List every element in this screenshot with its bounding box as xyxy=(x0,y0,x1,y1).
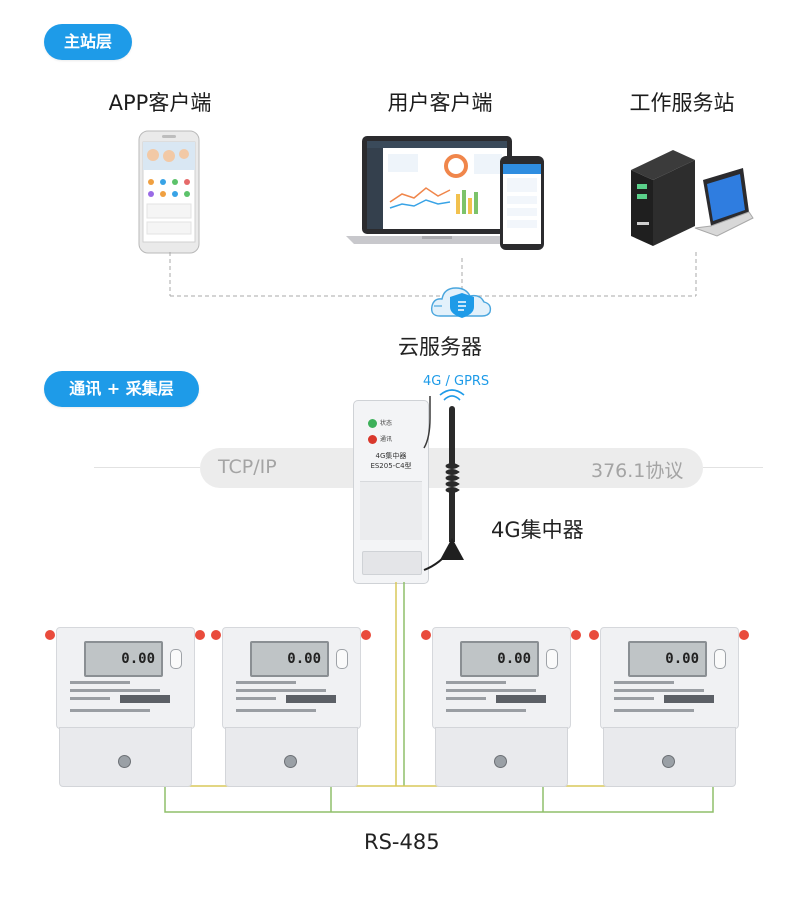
client-title-app: APP客户端 xyxy=(108,91,212,115)
bus-label: RS-485 xyxy=(364,830,440,854)
meter-nameplate xyxy=(446,681,546,712)
concentrator-label: 4G集中器 xyxy=(491,518,584,542)
meter-reading: 0.00 xyxy=(497,651,531,667)
seal-icon xyxy=(195,630,205,640)
meter-lcd: 0.00 xyxy=(628,641,707,677)
meter-button-icon xyxy=(546,649,558,669)
meter-screw-icon xyxy=(494,755,507,768)
seal-icon xyxy=(571,630,581,640)
laptop-icon xyxy=(346,136,544,250)
server-workstation-icon xyxy=(631,150,754,246)
meter-screw-icon xyxy=(662,755,675,768)
meter-screw-icon xyxy=(284,755,297,768)
meter-reading: 0.00 xyxy=(287,651,321,667)
device-name: 4G集中器 xyxy=(375,452,407,460)
meter-nameplate xyxy=(236,681,336,712)
meter-button-icon xyxy=(336,649,348,669)
seal-icon xyxy=(45,630,55,640)
layer-badge-master-label: 主站层 xyxy=(63,32,112,51)
seal-icon xyxy=(589,630,599,640)
electric-meter-3: 0.00 xyxy=(432,627,571,787)
meter-nameplate xyxy=(70,681,170,712)
seal-icon xyxy=(361,630,371,640)
seal-icon xyxy=(421,630,431,640)
comm-led-icon xyxy=(368,435,377,444)
device-mid-panel xyxy=(360,481,422,540)
electric-meter-4: 0.00 xyxy=(600,627,739,787)
client-title-workstation: 工作服务站 xyxy=(629,91,735,115)
cloud-connection-lines xyxy=(169,252,697,297)
protocol-left-label: TCP/IP xyxy=(218,456,277,478)
status-led-label: 状态 xyxy=(380,420,393,427)
comm-led-label: 通讯 xyxy=(380,436,393,443)
device-model: ES205-C4型 xyxy=(370,462,412,470)
smartphone-icon xyxy=(138,130,200,254)
client-title-user: 用户客户端 xyxy=(387,91,493,115)
seal-icon xyxy=(739,630,749,640)
antenna-icon xyxy=(423,389,465,571)
layer-badge-master: 主站层 xyxy=(44,24,132,60)
meter-lcd: 0.00 xyxy=(460,641,539,677)
concentrator-device: 状态 通讯 4G集中器 ES205-C4型 xyxy=(353,400,429,584)
protocol-line-left xyxy=(94,467,200,468)
wireless-label: 4G / GPRS xyxy=(423,374,490,389)
meter-screw-icon xyxy=(118,755,131,768)
cloud-server-label: 云服务器 xyxy=(398,335,482,359)
electric-meter-1: 0.00 xyxy=(56,627,195,787)
meter-reading: 0.00 xyxy=(121,651,155,667)
cloud-server-icon xyxy=(430,287,492,318)
device-terminal-block xyxy=(362,551,422,575)
meter-lcd: 0.00 xyxy=(250,641,329,677)
layer-badge-comm-label: 通讯 + 采集层 xyxy=(69,379,174,398)
protocol-right-label: 376.1协议 xyxy=(591,460,684,482)
meter-button-icon xyxy=(170,649,182,669)
meter-nameplate xyxy=(614,681,714,712)
meter-lcd: 0.00 xyxy=(84,641,163,677)
status-led-icon xyxy=(368,419,377,428)
electric-meter-2: 0.00 xyxy=(222,627,361,787)
seal-icon xyxy=(211,630,221,640)
protocol-line-right xyxy=(703,467,763,468)
meter-reading: 0.00 xyxy=(665,651,699,667)
meter-button-icon xyxy=(714,649,726,669)
layer-badge-comm: 通讯 + 采集层 xyxy=(44,371,199,407)
